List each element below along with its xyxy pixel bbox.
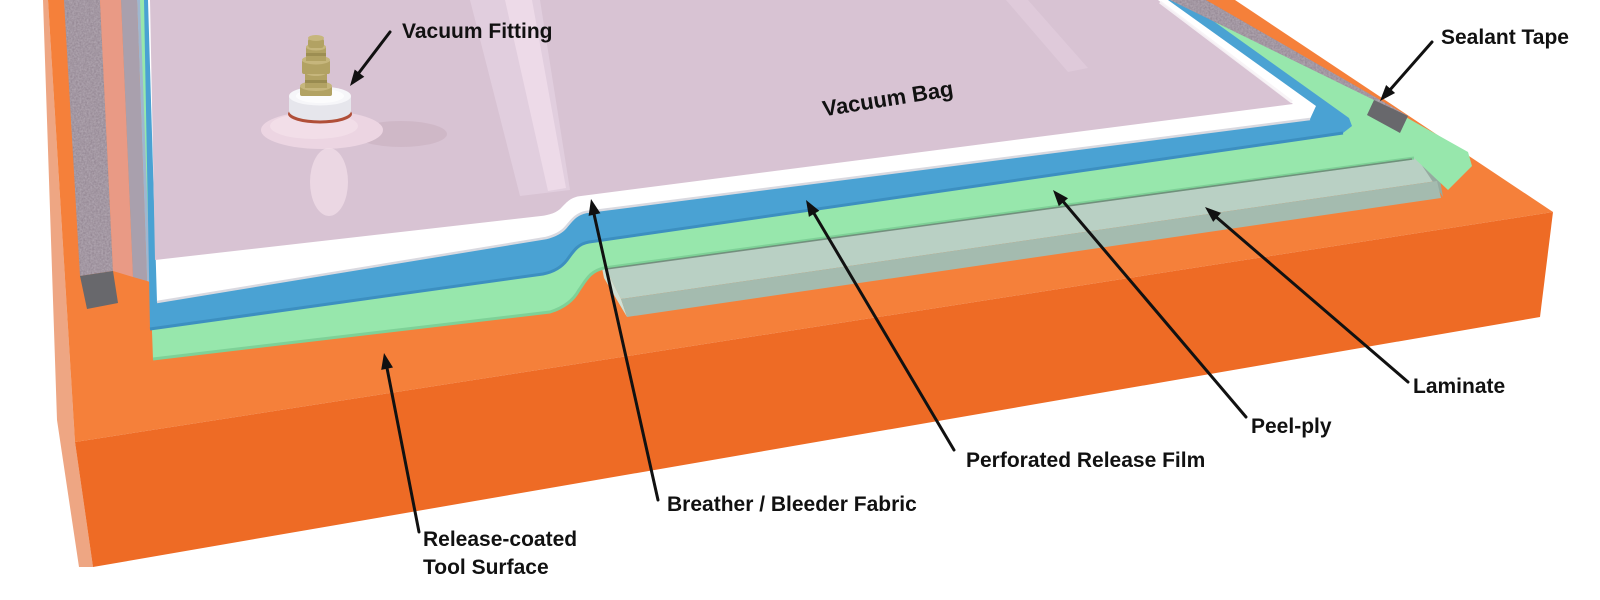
arrow-breather xyxy=(592,212,660,502)
arrowhead-release-film xyxy=(806,200,820,217)
bag-mound-reflection xyxy=(310,148,348,216)
leader-arrows xyxy=(350,30,1434,534)
label-peel-ply: Peel-ply xyxy=(1251,415,1332,438)
arrow-release-film xyxy=(810,208,956,452)
vacuum-bag-sheet xyxy=(150,0,1293,260)
arrowhead-laminate xyxy=(1205,207,1221,222)
arrow-tool-surface xyxy=(385,366,421,534)
tool-left-face xyxy=(43,0,93,567)
label-vacuum-fitting: Vacuum Fitting xyxy=(402,20,553,43)
arrow-peel-ply xyxy=(1059,197,1248,419)
bag-right-ridge xyxy=(1159,0,1293,104)
label-perforated-release-film: Perforated Release Film xyxy=(966,449,1205,472)
valve-upper-band xyxy=(306,53,326,56)
arrowhead-breather xyxy=(588,199,601,216)
arrow-laminate xyxy=(1213,214,1410,384)
tool-front-face xyxy=(75,212,1553,567)
sealant-tape-left-end xyxy=(80,271,118,309)
release-film-front-edge xyxy=(149,131,1344,331)
valve-cap-top xyxy=(308,35,324,41)
arrow-sealant-tape xyxy=(1387,40,1434,93)
breather-front-edge xyxy=(156,117,1311,304)
valve-lower-band xyxy=(305,80,327,83)
label-release-coated-line2: Tool Surface xyxy=(423,556,549,579)
laminate-front-face xyxy=(621,181,1441,317)
label-release-coated-line1: Release-coated xyxy=(423,528,577,551)
peel-ply-front-edge xyxy=(152,156,1415,361)
bag-drape-strip xyxy=(100,0,133,277)
sealant-tape-right-strip xyxy=(1170,0,1408,116)
laminate-seam-line xyxy=(605,158,1413,270)
sealant-tape-left-strip xyxy=(64,0,113,276)
sealant-tape-right-end xyxy=(1367,100,1408,133)
laminate-top-face xyxy=(600,150,1437,299)
layer-edge-shadow-strip xyxy=(121,0,147,281)
vacuum-fitting xyxy=(261,35,447,216)
laminate-layer xyxy=(600,150,1443,317)
arrowhead-tool-surface xyxy=(381,353,393,370)
bag-pleat-highlight-core xyxy=(505,0,566,191)
arrowhead-vacuum-fitting xyxy=(350,69,365,86)
label-breather-bleeder-fabric: Breather / Bleeder Fabric xyxy=(667,493,917,516)
bag-pleat-highlight-right xyxy=(1006,0,1088,72)
vacuum-bag-layer xyxy=(150,0,1293,260)
label-sealant-tape: Sealant Tape xyxy=(1441,26,1569,49)
fitting-valve-stem xyxy=(300,35,332,96)
arrowhead-sealant-tape xyxy=(1380,85,1396,101)
label-laminate: Laminate xyxy=(1413,375,1505,398)
sealant-tape-left xyxy=(64,0,118,309)
arrow-vacuum-fitting xyxy=(356,30,392,76)
sealant-tape-right xyxy=(1170,0,1408,133)
